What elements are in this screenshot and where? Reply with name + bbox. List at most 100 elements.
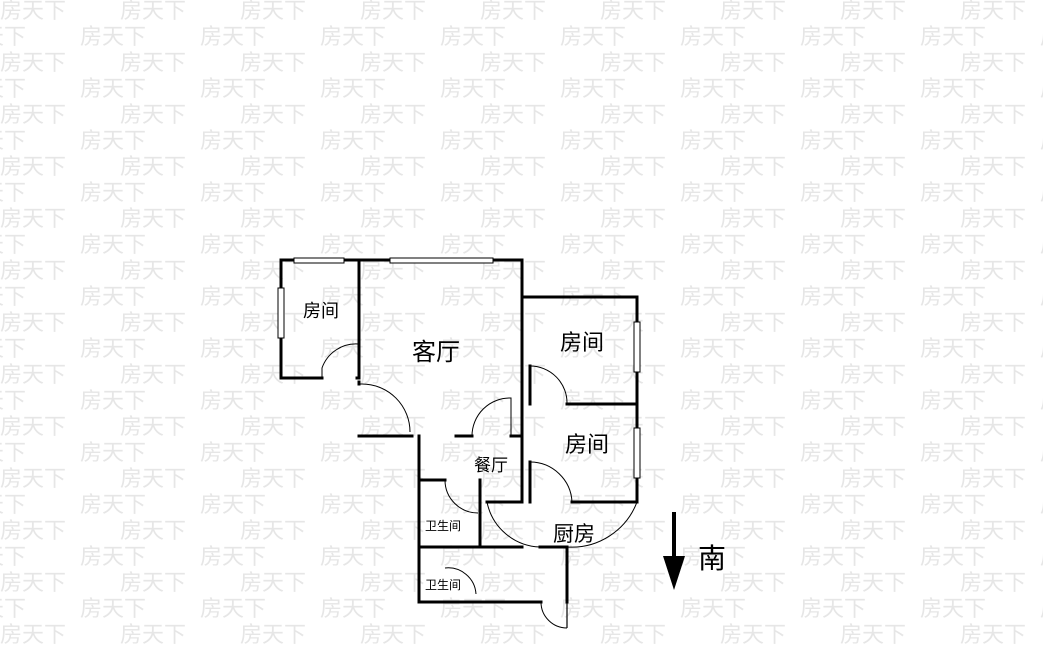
door-bathroom-2 (444, 567, 477, 595)
watermark-text: 房天下 (0, 545, 26, 570)
watermark-text: 房天下 (360, 519, 426, 544)
watermark-text: 房天下 (560, 545, 626, 570)
watermark-text: 房天下 (0, 285, 26, 310)
watermark-text: 房天下 (240, 571, 306, 596)
windows (277, 257, 641, 479)
watermark-text: 房天下 (600, 51, 666, 76)
watermark-text: 房天下 (480, 51, 546, 76)
watermark-text: 房天下 (320, 129, 386, 154)
watermark-text: 房天下 (800, 389, 866, 414)
watermark-text: 房天下 (720, 155, 786, 180)
watermark-text: 房天下 (560, 389, 626, 414)
watermark-text: 房天下 (720, 0, 786, 24)
watermark-text: 房天下 (480, 571, 546, 596)
watermark-text: 房天下 (0, 259, 66, 284)
watermark-text: 房天下 (840, 207, 906, 232)
watermark-text: 房天下 (920, 77, 986, 102)
watermark-text: 房天下 (440, 285, 506, 310)
watermark-text: 房天下 (120, 519, 186, 544)
window-bedroom-north-east (633, 321, 641, 373)
watermark-text: 房天下 (0, 181, 26, 206)
watermark-text: 房天下 (440, 493, 506, 518)
watermark-text: 房天下 (960, 103, 1026, 128)
label-living-room: 客厅 (412, 338, 460, 366)
watermark-text: 房天下 (680, 337, 746, 362)
room-labels: 房间 客厅 房间 房间 餐厅 厨房 卫生间 卫生间 (303, 301, 609, 592)
watermark-text: 房天下 (680, 181, 746, 206)
watermark-text: 房天下 (800, 129, 866, 154)
watermark-text: 房天下 (0, 519, 66, 544)
watermark-text: 房天下 (480, 311, 546, 336)
watermark-text: 房天下 (1040, 441, 1043, 466)
watermark-text: 房天下 (440, 129, 506, 154)
watermark-text: 房天下 (320, 181, 386, 206)
watermark-text: 房天下 (800, 77, 866, 102)
watermark-text: 房天下 (120, 103, 186, 128)
door-bathroom-1 (444, 479, 479, 514)
window-living-room (389, 257, 494, 264)
watermark-text: 房天下 (240, 623, 306, 648)
watermark-text: 房天下 (1040, 545, 1043, 570)
watermark-text: 房天下 (440, 337, 506, 362)
watermark-text: 房天下 (0, 233, 26, 258)
watermark-text: 房天下 (920, 233, 986, 258)
watermark-text: 房天下 (800, 181, 866, 206)
watermark-text: 房天下 (440, 389, 506, 414)
watermark-text: 房天下 (0, 77, 26, 102)
watermark-text: 房天下 (560, 493, 626, 518)
watermark-text: 房天下 (0, 493, 26, 518)
watermark-text: 房天下 (680, 25, 746, 50)
watermark-text: 房天下 (680, 233, 746, 258)
watermark-text: 房天下 (240, 0, 306, 24)
label-dining-room: 餐厅 (474, 456, 508, 476)
door-kitchen (486, 501, 541, 548)
watermark-text: 房天下 (0, 337, 26, 362)
watermark-text: 房天下 (600, 519, 666, 544)
watermark-text: 房天下 (840, 311, 906, 336)
watermark-text: 房天下 (480, 0, 546, 24)
watermark-text: 房天下 (0, 467, 66, 492)
watermark-text: 房天下 (320, 77, 386, 102)
label-bathroom-1: 卫生间 (425, 519, 461, 533)
watermark-text: 房天下 (80, 597, 146, 622)
watermark-text: 房天下 (240, 103, 306, 128)
watermark-text: 房天下 (920, 129, 986, 154)
watermark-text: 房天下 (360, 363, 426, 388)
watermark-text: 房天下 (120, 51, 186, 76)
watermark-text: 房天下 (920, 597, 986, 622)
watermark-text: 房天下 (480, 519, 546, 544)
watermark-text: 房天下 (0, 0, 66, 24)
watermark-text: 房天下 (480, 623, 546, 648)
watermark-text: 房天下 (680, 493, 746, 518)
watermark-text: 房天下 (320, 545, 386, 570)
watermark-text: 房天下 (320, 441, 386, 466)
watermark-text: 房天下 (0, 363, 66, 388)
watermark-text: 房天下 (960, 0, 1026, 24)
watermark-text: 房天下 (440, 545, 506, 570)
watermark-text: 房天下 (0, 103, 66, 128)
watermark-text: 房天下 (0, 415, 66, 440)
watermark-text: 房天下 (240, 363, 306, 388)
watermark-text: 房天下 (600, 415, 666, 440)
watermark-text: 房天下 (720, 311, 786, 336)
label-bathroom-2: 卫生间 (425, 578, 461, 592)
watermark-text: 房天下 (1040, 181, 1043, 206)
watermark-text: 房天下 (920, 337, 986, 362)
watermark-text: 房天下 (680, 389, 746, 414)
watermark-text: 房天下 (200, 25, 266, 50)
watermark-text: 房天下 (120, 363, 186, 388)
watermark-text: 房天下 (0, 623, 66, 648)
watermark-text: 房天下 (960, 415, 1026, 440)
watermark-text: 房天下 (960, 467, 1026, 492)
watermark-text: 房天下 (920, 25, 986, 50)
watermark-text: 房天下 (80, 389, 146, 414)
watermark-text: 房天下 (80, 441, 146, 466)
watermark-text: 房天下 (680, 545, 746, 570)
watermark-text: 房天下 (800, 441, 866, 466)
watermark-text: 房天下 (800, 285, 866, 310)
door-bedroom-east (529, 461, 573, 503)
watermark-text: 房天下 (600, 467, 666, 492)
watermark-text: 房天下 (80, 181, 146, 206)
watermark-text: 房天下 (920, 181, 986, 206)
